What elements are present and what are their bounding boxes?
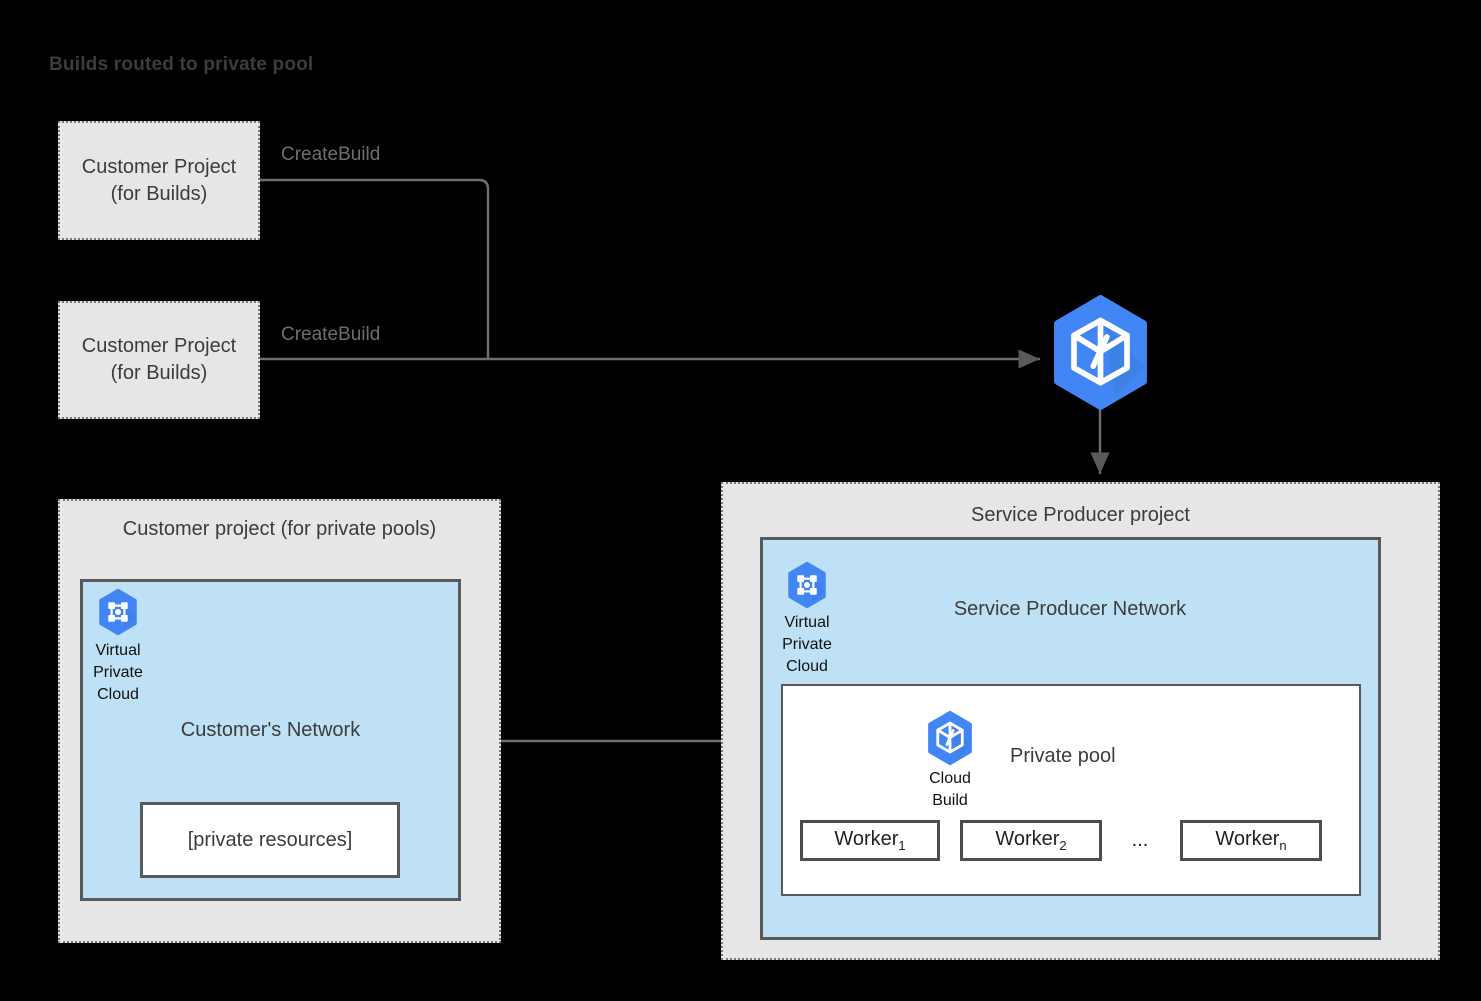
project-subtitle-line-2: (for Builds) [110,362,208,384]
project-name-line-1: Customer Project [81,155,237,178]
customer-project-builds-box-1[interactable]: Customer Project (for Builds) [58,121,260,240]
worker-subscript-2: 2 [1059,838,1067,853]
vpc-caption-line1: Virtual [95,642,141,659]
worker-label-2: Worker2 [995,828,1066,853]
customers-network-label: Customer's Network [180,719,361,741]
edge-label-createbuild-2: CreateBuild [281,324,381,345]
service-producer-network-label: Service Producer Network [953,598,1187,620]
private-resources-box[interactable]: [private resources] [140,802,400,878]
cloud-build-caption-line1: Cloud [929,770,971,787]
vpc-caption-line2: Private [782,636,832,654]
customer-panel-title: Customer project (for private pools) [122,518,437,540]
virtual-private-cloud-icon[interactable] [783,561,831,609]
worker-name-n: Worker [1215,828,1280,850]
worker-box-1[interactable]: Worker1 [800,820,940,861]
customer-project-label-1: Customer Project (for Builds) [82,154,237,208]
worker-subscript-1: 1 [898,838,906,853]
worker-ellipsis: ... [1131,829,1149,851]
vpc-icon-caption-producer: Virtual Private Cloud [773,612,841,678]
cloud-build-icon[interactable] [1042,294,1159,411]
vpc-caption-line1: Virtual [784,614,830,631]
worker-name-1: Worker [834,828,899,850]
vpc-caption-line3: Cloud [786,658,828,676]
customer-project-builds-box-2[interactable]: Customer Project (for Builds) [58,301,260,419]
worker-box-n[interactable]: Workern [1180,820,1322,861]
producer-panel-title: Service Producer project [971,504,1190,526]
project-subtitle-line-1: (for Builds) [110,182,208,205]
cloud-build-caption-line2: Build [932,792,968,810]
edge-label-createbuild-1: CreateBuild [281,144,381,165]
vpc-caption-line2: Private [93,664,143,682]
worker-label-1: Worker1 [834,828,905,853]
cloud-build-icon[interactable] [922,710,978,766]
vpc-icon-caption-customer: Virtual Private Cloud [84,640,152,706]
page-title: Builds routed to private pool [49,54,314,75]
worker-label-n: Workern [1215,828,1286,853]
cloud-build-icon-caption: Cloud Build [916,768,984,812]
vpc-caption-line3: Cloud [97,686,139,704]
private-pool-label: Private pool [1010,745,1116,767]
worker-name-2: Worker [995,828,1060,850]
worker-subscript-n: n [1279,838,1287,853]
project-name-line-2: Customer Project [81,335,237,357]
private-pool-box [781,684,1361,896]
virtual-private-cloud-icon[interactable] [94,588,142,636]
private-resources-label: [private resources] [187,828,353,851]
customer-project-label-2: Customer Project (for Builds) [82,333,237,387]
worker-box-2[interactable]: Worker2 [960,820,1102,861]
